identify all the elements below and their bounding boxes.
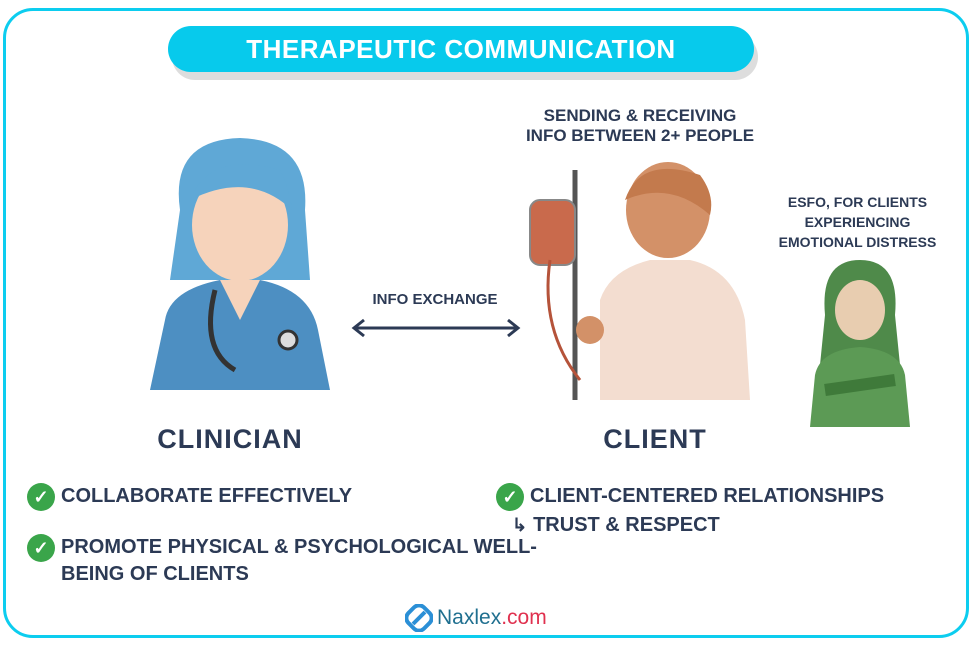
infographic-frame: [3, 8, 969, 638]
clinician-point: ✓PROMOTE PHYSICAL & PSYCHOLOGICAL WELL-B…: [27, 534, 547, 588]
clinician-point: ✓COLLABORATE EFFECTIVELY: [27, 483, 352, 511]
client-point: ✓CLIENT-CENTERED RELATIONSHIPS: [496, 483, 884, 511]
check-icon: ✓: [496, 483, 524, 511]
brand-suffix: .com: [501, 606, 547, 629]
client-sub-point: ↳TRUST & RESPECT: [512, 512, 720, 539]
distressed-client-illustration: [810, 260, 910, 427]
page-title: THERAPEUTIC COMMUNICATION: [168, 26, 754, 72]
check-icon: ✓: [27, 534, 55, 562]
client-illustration: [529, 162, 750, 400]
double-arrow-icon: [351, 318, 521, 338]
naxlex-logo-icon: [405, 604, 433, 632]
info-exchange-label: INFO EXCHANGE: [372, 291, 498, 308]
clinician-label: CLINICIAN: [157, 424, 303, 454]
client-label: CLIENT: [603, 424, 707, 454]
brand-name: Naxlex: [437, 606, 502, 629]
check-icon: ✓: [27, 483, 55, 511]
clinician-illustration: [150, 138, 330, 390]
brand-logo[interactable]: Naxlex.com: [405, 604, 547, 632]
return-arrow-icon: ↳: [512, 515, 528, 535]
